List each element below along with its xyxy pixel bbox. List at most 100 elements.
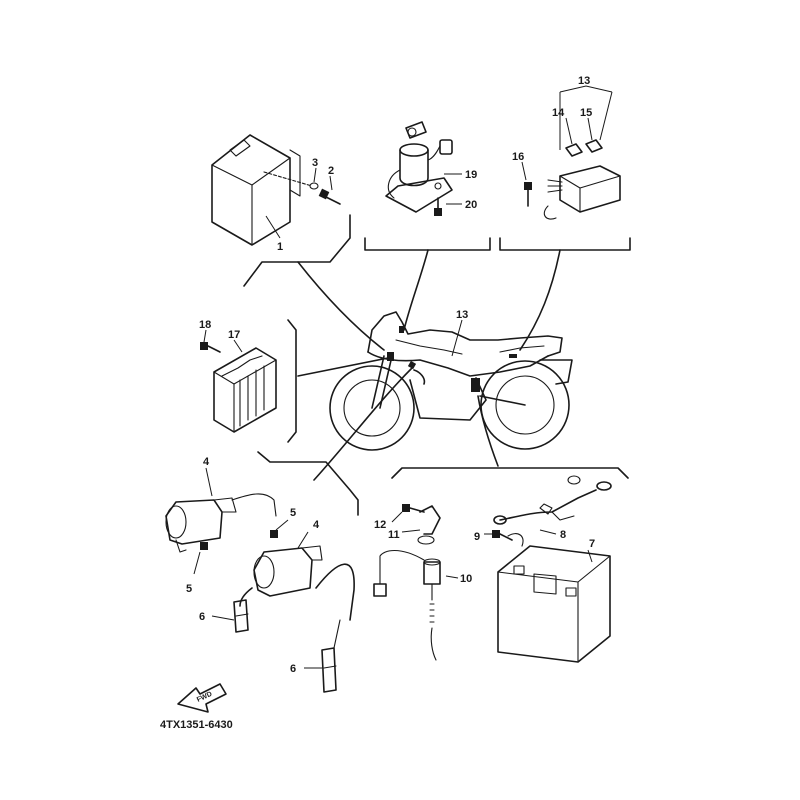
lead-12 [391,511,403,523]
fuse-15 [585,139,603,153]
callout-11: 11 [388,529,400,541]
callout-4a: 4 [203,456,210,468]
bracket-switch-group [364,237,491,251]
bracket-coil-group [257,451,359,516]
front-fork-2 [379,355,393,409]
rectifier-wires [221,355,263,377]
callout-labels: 1 2 3 4 4 5 5 6 6 7 8 9 10 11 12 13 13 1… [186,75,595,675]
rectifier-regulator [200,329,277,433]
bolt-5a-head [200,542,208,550]
rear-rim [495,375,555,435]
bolt-20-head [434,208,442,216]
lead-13-bike [451,319,463,357]
callout-7: 7 [589,538,595,550]
lead-10 [445,575,459,579]
plug-cap-a-band [235,613,249,617]
cdi-unit [211,134,341,246]
lead-15 [587,117,593,141]
bolt-16-head [524,182,532,190]
leader-to-coils [313,367,413,481]
bolt-18-head [200,342,208,350]
leader-curves [297,249,561,481]
lead-4b [297,531,309,549]
front-harness [413,369,426,385]
switch-10-top [423,558,441,566]
bracket-rectifier-group [287,319,297,443]
cdi-body [211,134,291,246]
lead-13-right [599,91,613,141]
terminal-8c [567,475,581,485]
callout-18: 18 [199,319,211,331]
bolt-2-head [318,188,330,200]
marker-coil [407,360,417,370]
plug-cap-b [321,647,337,693]
front-rim [343,379,401,437]
lead-16 [521,161,527,181]
plug-cap-a [233,599,249,633]
coil-a-bracket [213,497,237,513]
motorcycle-outline [329,311,573,451]
callout-16: 16 [512,151,524,163]
callout-9: 9 [474,531,480,543]
bracket-relay-group [499,237,631,251]
bolt-9-head [492,530,500,538]
callout-19: 19 [465,169,477,181]
lead-8 [539,529,557,535]
callout-5b: 5 [290,507,296,519]
lead-18 [203,329,207,343]
main-switch [385,121,462,216]
callout-20: 20 [465,199,477,211]
coil-a-end [165,505,187,539]
coil-a-terminal [175,539,187,553]
callout-13-top: 13 [578,75,590,87]
coil-b-body [253,547,313,597]
marker-relay [509,354,517,358]
connector [373,583,387,597]
lead-14 [565,117,573,145]
bolt-12-head [402,504,410,512]
clamp-11-ring [417,535,435,545]
callout-12: 12 [374,519,386,531]
terminal-8b [596,481,612,491]
switch-base [385,177,453,213]
fwd-arrow-shape [177,683,227,713]
leader-to-rectifier [297,357,389,377]
marker-cdi [387,352,394,361]
starter-relay [521,85,621,220]
switch-plug [439,139,453,155]
callout-6a: 6 [199,611,205,623]
ht-lead-a [239,587,253,607]
lead-11 [401,529,421,533]
marker-switch [399,326,404,333]
callout-5a: 5 [186,583,192,595]
rectifier-fins [239,365,265,427]
lead-6a [211,615,235,621]
coil-b-bracket [301,545,323,561]
lead-17 [233,339,243,353]
key-ring [407,127,417,137]
lead-wire-8a [499,489,597,521]
battery-terminal-right [565,587,577,597]
switch-harness [387,169,401,199]
seat-line [499,345,545,353]
marker-battery [471,378,480,392]
leader-to-battery [477,395,499,467]
leader-to-cdi [297,261,385,351]
callout-15: 15 [580,107,592,119]
lead-3 [313,167,317,183]
bracket-cdi-group [243,214,351,287]
switch-10-body [423,561,441,585]
swingarm [479,395,526,406]
bolt-5b-head [270,530,278,538]
lead-2 [329,175,333,191]
relay-wires [547,179,563,193]
cdi-mount-tab [229,139,251,157]
coil-a-body [165,499,223,545]
switch-wire [427,145,441,161]
switch-top [399,143,429,157]
lead-13-split [559,85,613,93]
cdi-top-edge [211,157,291,186]
ht-lead-b [315,563,355,621]
relay-body [559,165,621,213]
